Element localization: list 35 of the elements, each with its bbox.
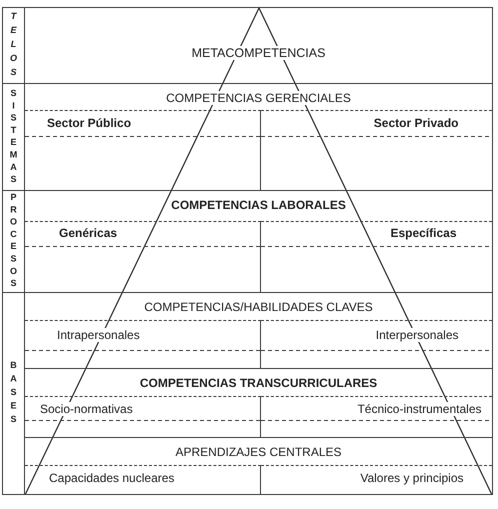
subcategory-cell bbox=[25, 396, 261, 436]
subcategory-label: Sector Público bbox=[45, 116, 134, 130]
subcategory-label: Genéricas bbox=[57, 226, 120, 240]
level-band bbox=[25, 438, 493, 495]
subcategory-label: Socio-normativas bbox=[38, 402, 135, 416]
dimension-label: BASES bbox=[8, 360, 18, 428]
level-heading: METACOMPETENCIAS bbox=[190, 46, 328, 60]
dimension-cell bbox=[2, 7, 25, 84]
subcategory-cell bbox=[25, 221, 261, 292]
level-band bbox=[25, 84, 493, 191]
level-heading: COMPETENCIAS/HABILIDADES CLAVES bbox=[142, 300, 375, 314]
subcategory-label: Valores y principios bbox=[358, 471, 466, 485]
dimension-label: TELOS bbox=[8, 10, 18, 80]
dimension-cell bbox=[2, 84, 25, 191]
subcategory-label: Técnico-instrumentales bbox=[355, 402, 484, 416]
level-heading: COMPETENCIAS TRANSCURRICULARES bbox=[138, 376, 380, 390]
subcategory-cell bbox=[25, 320, 261, 368]
level-heading: APRENDIZAJES CENTRALES bbox=[173, 445, 344, 459]
subcategory-cell bbox=[25, 110, 261, 190]
dimension-cell bbox=[2, 293, 25, 495]
subcategory-label: Interpersonales bbox=[374, 328, 460, 342]
level-heading: COMPETENCIAS GERENCIALES bbox=[164, 91, 353, 105]
level-band bbox=[25, 369, 493, 438]
dimension-label: SISTEMAS bbox=[8, 88, 18, 186]
level-band bbox=[25, 293, 493, 369]
level-band bbox=[25, 191, 493, 293]
level-band bbox=[25, 7, 493, 84]
dimension-label: PROCESOS bbox=[8, 192, 18, 291]
subcategory-label: Sector Privado bbox=[372, 116, 460, 130]
level-heading: COMPETENCIAS LABORALES bbox=[169, 198, 348, 212]
subcategory-cell bbox=[25, 465, 261, 494]
subcategory-label: Específicas bbox=[388, 226, 458, 240]
subcategory-label: Capacidades nucleares bbox=[47, 471, 176, 485]
dimension-cell bbox=[2, 191, 25, 293]
subcategory-label: Intrapersonales bbox=[55, 328, 142, 342]
